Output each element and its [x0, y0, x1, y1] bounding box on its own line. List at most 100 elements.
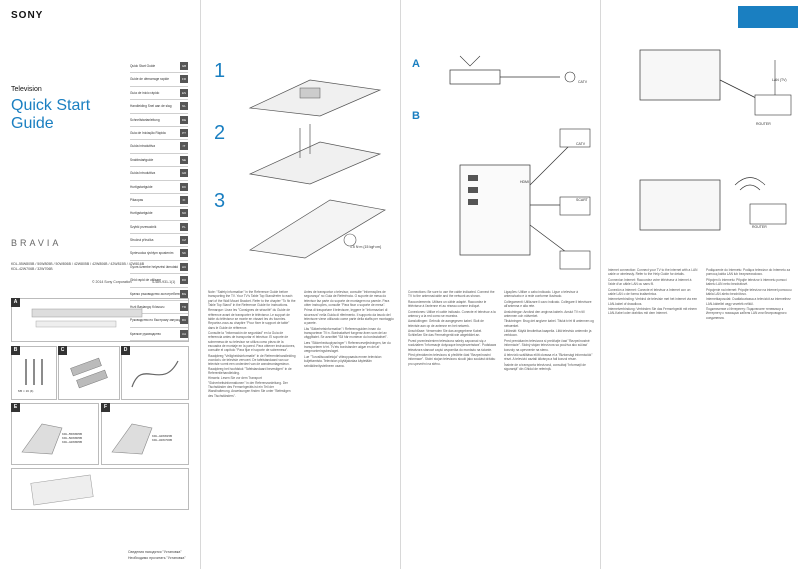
language-label: Ghid rapid de utilizare: [130, 278, 162, 283]
part-number: 4-489-931-1(1): [152, 280, 176, 284]
language-label: Guide de démarrage rapide: [130, 77, 169, 82]
para: Conexiones: Utilice el cable indicado. C…: [408, 309, 496, 318]
para: Tilslutninger: Brug det angivne kabel. T…: [504, 319, 594, 328]
hdmi-label: HDMI: [520, 180, 529, 184]
connections-text-col-2: Ligações: Utilize o cabo indicado. Ligue…: [504, 290, 594, 565]
steps-text-col-2: Antes de transportar o televisor, consul…: [304, 290, 394, 565]
torque-note: 1.5 N·m {15 kgf·cm}: [350, 245, 382, 249]
language-code: NO: [180, 209, 188, 218]
catv-label-b: CATV: [576, 142, 586, 146]
footer-note-1: Сведения находятся "Установка": [128, 550, 182, 554]
para: Hinweis: Lesen Sie vor dem Transport "Si…: [208, 376, 291, 398]
para: Pred prenášaním televízora si prečítajte…: [504, 338, 590, 352]
cover-panel: SONY Television Quick Start Guide Quick …: [0, 0, 200, 569]
language-code: ES: [180, 88, 188, 97]
steps-text-col-1: Note: "Safety information" in the Refere…: [208, 290, 296, 565]
stand-part-icon: [21, 423, 63, 455]
language-label: Краткое руководство: [130, 331, 161, 336]
language-item: Краткое руководство UA: [130, 328, 188, 342]
language-code: GB: [180, 62, 188, 70]
language-label: Hurtigstartguide: [130, 184, 153, 189]
para: Conexión a Internet: Conecte el televiso…: [608, 287, 691, 296]
screw-label: M5 × 16 (4): [18, 389, 34, 393]
language-label: Schnellstartanleitung: [130, 117, 160, 122]
language-label: Кратко ръководство за потребителя: [130, 291, 184, 296]
language-code: FR: [180, 75, 188, 84]
language-code: SK: [180, 249, 188, 258]
para: Подключение к Интернету: Подключите теле…: [706, 307, 787, 320]
model-4: KDL-42W815B: [152, 434, 173, 438]
language-item: Hurtigstartguide DK: [130, 181, 188, 194]
language-code: RO: [180, 276, 188, 285]
footer-note-2: Необходимо прочитать "Установка": [128, 556, 186, 560]
language-code: UA: [180, 329, 188, 338]
para: Před přenášením televizoru si přečtěte č…: [408, 352, 496, 366]
language-label: Gyors üzembe helyezési útmutató: [130, 264, 179, 269]
step-3-illustration: [249, 199, 386, 259]
sony-logo: SONY: [11, 10, 44, 21]
catv-label-a: CATV: [578, 80, 588, 84]
router-label-2: ROUTER: [752, 225, 767, 229]
network-panel: LAN (TV) ROUTER ROUTER Internet connecti…: [600, 0, 802, 569]
steps-panel: 1 2 3 1.5 N·m {15 kgf·cm} Note: "Safety …: [200, 0, 400, 569]
copyright: © 2014 Sony Corporation: [92, 280, 132, 284]
language-item: Sprievodca rýchlym spustením SK: [130, 247, 188, 261]
title-line-2: Guide: [11, 115, 54, 132]
para: Connections: Be sure to use the cable in…: [408, 290, 495, 299]
label-d: D: [121, 346, 130, 355]
remote-illustration: [31, 308, 143, 328]
title-line-1: Quick Start: [11, 97, 91, 114]
language-item: Guida Introduttiva GR: [130, 167, 188, 181]
para: Aansluitingen: Gebruik de aangegeven kab…: [408, 319, 484, 328]
language-code: HU: [180, 262, 188, 271]
language-item: Guide de démarrage rapide FR: [130, 73, 188, 87]
model-group-1: KDL-55W805B KDL-50W805B KDL-42W805B: [62, 432, 82, 444]
model-3: KDL-42W805B: [62, 440, 83, 444]
wireless-network-diagram: [639, 177, 787, 231]
para: Consulte la "Información de seguridad" e…: [208, 331, 296, 353]
para: Podłączenie do Internetu: Podłącz telewi…: [706, 268, 790, 277]
model-1: KDL-55W805B: [62, 432, 83, 436]
accessory-box-c: [58, 346, 120, 400]
step-1-number: 1: [214, 60, 226, 82]
language-label: Guida Introduttiva: [130, 171, 156, 176]
label-a: A: [11, 298, 20, 307]
para: A televízió szállítása előtt olvassa el …: [504, 352, 593, 362]
para: Liitännät: Käytä ilmoitettua kaapelia. L…: [504, 329, 592, 338]
accessory-box-a: [11, 298, 189, 342]
accessory-box-f: KDL-42W815B KDL-32W706B: [101, 403, 189, 465]
step-3-number: 3: [214, 190, 226, 212]
language-code: RU: [180, 316, 188, 325]
language-code: NL: [180, 102, 188, 111]
language-label: Stručná příručka: [130, 238, 154, 243]
para: Läs "Säkerhetsinformation" i Referensgui…: [304, 326, 388, 340]
language-code: SE: [180, 155, 188, 164]
lan-tv-label: LAN (TV): [772, 78, 787, 82]
language-code: GR: [180, 169, 188, 178]
language-code: IT: [180, 142, 188, 151]
connections-text-col-1: Connections: Be sure to use the cable in…: [408, 290, 496, 565]
network-text-col-2: Podłączenie do Internetu: Podłącz telewi…: [706, 268, 796, 565]
accessory-box-d: [121, 346, 189, 400]
antenna-diagram: [449, 55, 576, 85]
language-code: DE: [180, 115, 188, 124]
label-e: E: [11, 403, 20, 412]
language-label: Guida introduttiva: [130, 144, 155, 149]
para: Anslutningar: Använd den angivna kabeln.…: [504, 309, 585, 318]
language-code: DK: [180, 182, 188, 191]
connections-panel: A CATV B CATV HDMI SCART Connections: Be…: [400, 0, 600, 569]
para: Ligações: Utilize o cabo indicado. Ligue…: [504, 290, 579, 299]
para: Connexion Internet: Raccordez votre télé…: [608, 277, 692, 287]
tv-connection-diagram: [459, 128, 591, 270]
language-label: Guia de Iniciação Rápida: [130, 130, 166, 135]
para: Internet connection: Connect your TV to …: [608, 268, 698, 277]
label-c: C: [58, 346, 67, 355]
language-label: Sprievodca rýchlym spustením: [130, 251, 174, 256]
